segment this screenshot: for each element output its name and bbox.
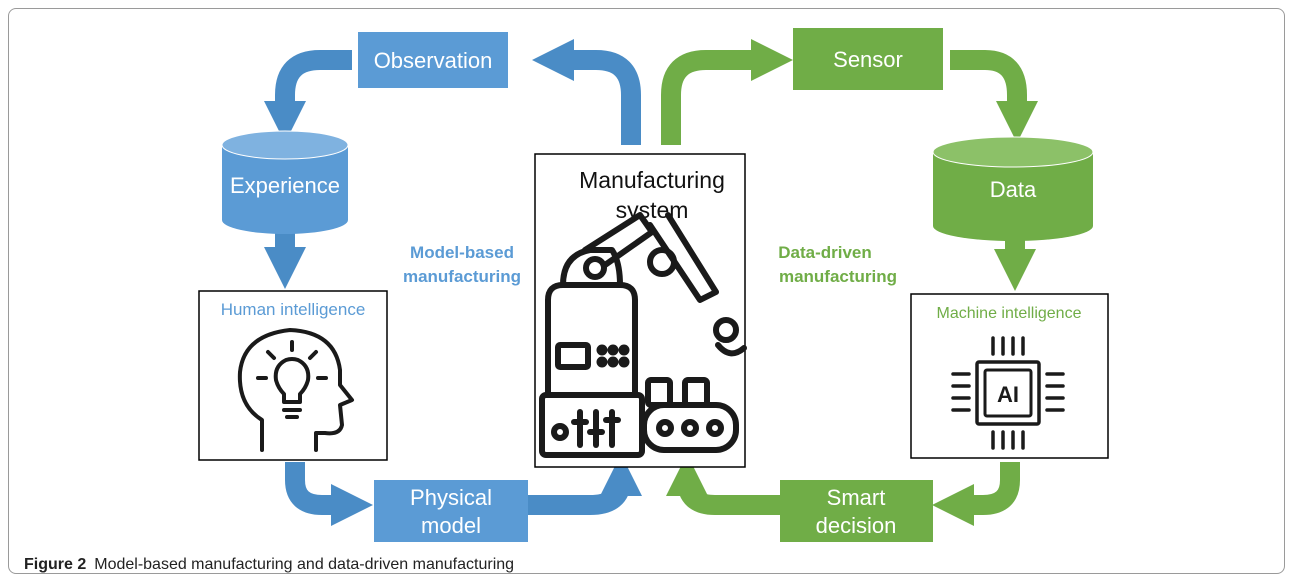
observation-node: Observation bbox=[358, 32, 508, 88]
data-label: Data bbox=[990, 177, 1037, 202]
figure-frame bbox=[8, 8, 1285, 574]
manufacturing-label-line2: system bbox=[616, 197, 689, 223]
model-based-label-line1: Model-based bbox=[410, 243, 514, 262]
smart-decision-node: Smart decision bbox=[780, 480, 933, 542]
robot-arm-icon bbox=[539, 212, 747, 458]
arrow-mfg-to-sensor bbox=[661, 39, 793, 145]
physical-model-node: Physical model bbox=[374, 480, 528, 542]
sensor-node: Sensor bbox=[793, 28, 943, 90]
arrow-machine-to-decision bbox=[932, 462, 1020, 526]
smart-decision-label-line2: decision bbox=[816, 513, 897, 538]
physical-model-label-line2: model bbox=[421, 513, 481, 538]
data-driven-label-line1: Data-driven bbox=[778, 243, 872, 262]
data-node: Data bbox=[932, 136, 1094, 241]
experience-node: Experience bbox=[221, 130, 349, 234]
figure-number: Figure 2 bbox=[24, 556, 87, 573]
arrow-physical-to-mfg bbox=[528, 454, 642, 515]
human-intelligence-node: Human intelligence bbox=[198, 290, 388, 461]
sensor-label: Sensor bbox=[833, 47, 903, 72]
manufacturing-label-line1: Manufacturing bbox=[579, 167, 725, 193]
figure-caption: Figure 2 Model-based manufacturing and da… bbox=[24, 556, 514, 574]
machine-intelligence-label: Machine intelligence bbox=[937, 305, 1082, 322]
head-lightbulb-icon bbox=[237, 328, 354, 452]
ai-chip-text: AI bbox=[997, 382, 1019, 407]
physical-model-label-line1: Physical bbox=[410, 485, 492, 510]
manufacturing-system-node: Manufacturing system bbox=[534, 153, 747, 468]
arrow-sensor-to-data bbox=[950, 50, 1038, 143]
arrow-decision-to-mfg bbox=[666, 454, 780, 515]
ai-chip-icon bbox=[951, 336, 1065, 450]
machine-intelligence-node: Machine intelligence AI bbox=[910, 293, 1109, 459]
model-based-label-line2: manufacturing bbox=[403, 267, 521, 286]
data-driven-label-line2: manufacturing bbox=[779, 267, 897, 286]
human-intelligence-label: Human intelligence bbox=[221, 300, 366, 319]
smart-decision-label-line1: Smart bbox=[827, 485, 886, 510]
experience-label: Experience bbox=[230, 173, 340, 198]
arrow-observation-to-experience bbox=[264, 50, 352, 143]
arrow-human-to-physical bbox=[285, 462, 373, 526]
arrow-mfg-to-observation bbox=[532, 39, 641, 145]
observation-label: Observation bbox=[374, 48, 493, 73]
figure-caption-text: Model-based manufacturing and data-drive… bbox=[94, 556, 515, 573]
